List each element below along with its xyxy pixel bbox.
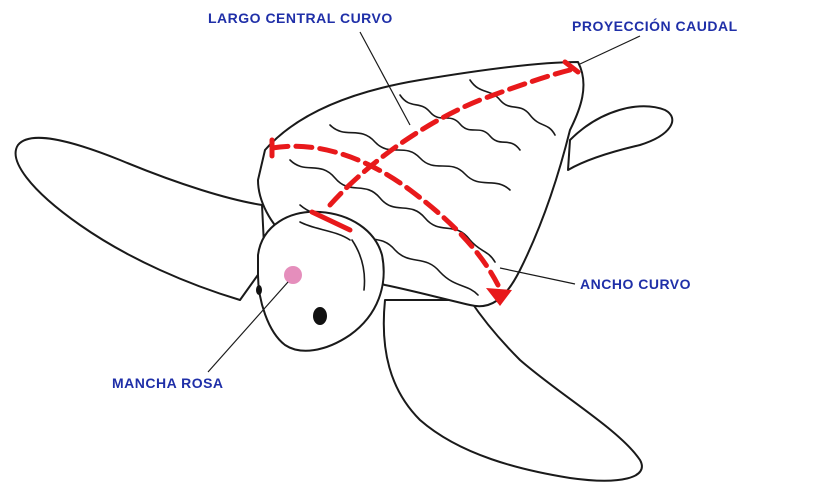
eye bbox=[313, 307, 327, 325]
front-right-flipper bbox=[384, 300, 642, 481]
label-proyeccion-caudal: PROYECCIÓN CAUDAL bbox=[572, 18, 738, 34]
rear-right-flipper bbox=[568, 106, 672, 170]
label-largo-central-curvo: LARGO CENTRAL CURVO bbox=[208, 10, 393, 26]
nostril bbox=[256, 285, 262, 295]
label-ancho-curvo: ANCHO CURVO bbox=[580, 276, 691, 292]
front-left-flipper bbox=[16, 138, 265, 300]
label-mancha-rosa: MANCHA ROSA bbox=[112, 375, 224, 391]
leader-proyeccion bbox=[580, 36, 640, 64]
pink-spot bbox=[284, 266, 302, 284]
